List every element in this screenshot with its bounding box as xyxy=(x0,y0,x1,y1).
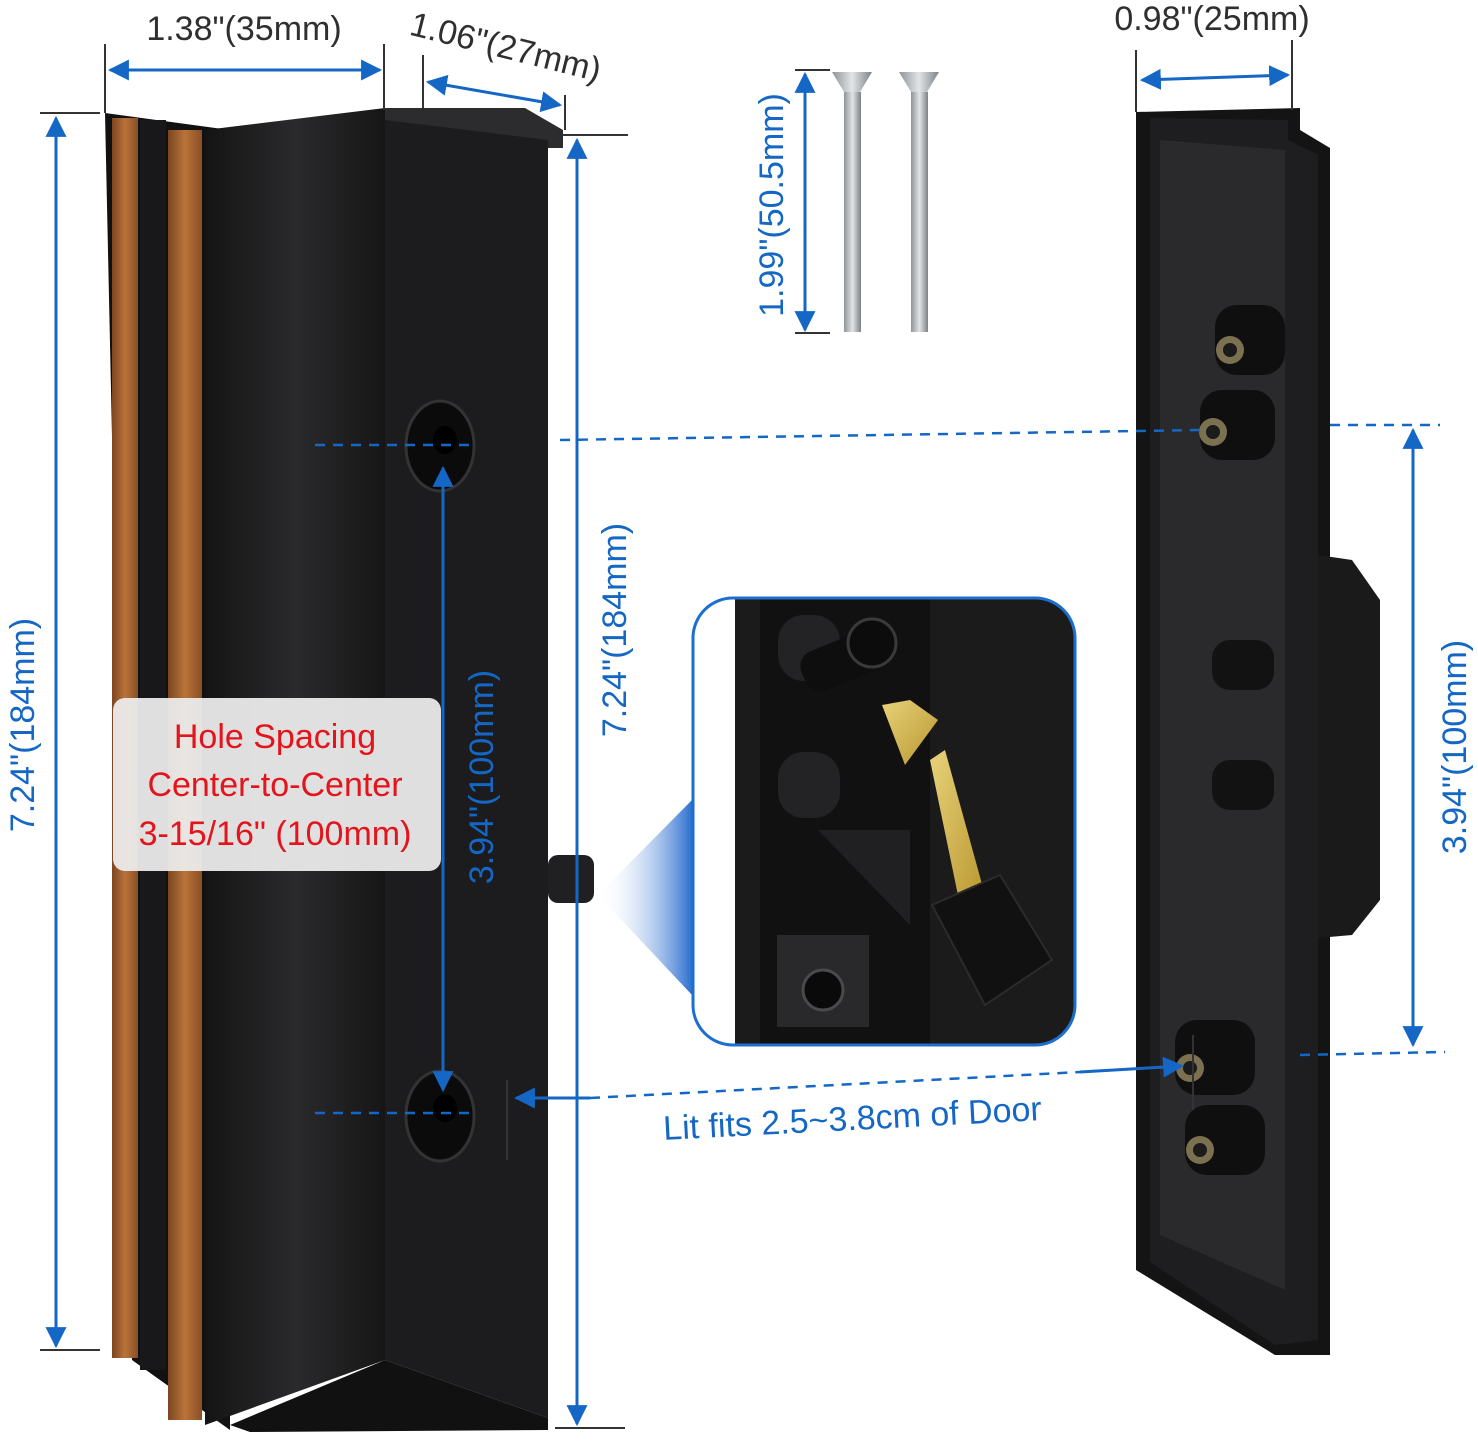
insert-nut-2 xyxy=(1199,390,1275,460)
door-fit-label: Lit fits 2.5~3.8cm of Door xyxy=(662,1090,1042,1148)
dimension-lines xyxy=(40,40,1446,1429)
screw-icon xyxy=(899,72,939,332)
callout-line-3: 3-15/16" (100mm) xyxy=(139,815,412,853)
insert-nut-3 xyxy=(1175,1020,1255,1095)
callout-line-2: Center-to-Center xyxy=(147,766,402,804)
hole-spacing-label-right: 3.94"(100mm) xyxy=(1436,640,1474,854)
depth-label: 1.06"(27mm) xyxy=(406,5,605,89)
insert-nut-4 xyxy=(1185,1105,1265,1175)
latch-pin-2 xyxy=(1212,760,1274,810)
insert-nut-1 xyxy=(1215,305,1285,375)
screw-length-label: 1.99"(50.5mm) xyxy=(753,93,791,317)
hole-spacing-label-left: 3.94"(100mm) xyxy=(463,670,501,884)
latch-spring xyxy=(882,700,938,765)
inset-frame xyxy=(691,596,1077,1047)
height-label-center: 7.24"(184mm) xyxy=(596,523,634,737)
hole-spacing-callout-box xyxy=(113,698,441,871)
screw-icon xyxy=(832,72,872,332)
depth-arrow xyxy=(425,74,563,113)
height-label-left: 7.24"(184mm) xyxy=(4,618,42,832)
width-arrow-right xyxy=(1139,65,1291,90)
interior-handle xyxy=(1136,108,1380,1355)
callout-line-1: Hole Spacing xyxy=(174,718,376,756)
width-label-right: 0.98"(25mm) xyxy=(1114,0,1309,38)
door-fit-arrow-right xyxy=(1079,1056,1185,1078)
latch-detail-inset xyxy=(693,598,1075,1045)
latch-hook-stub xyxy=(548,855,594,903)
latch-pin-1 xyxy=(1212,640,1274,690)
inset-pointer-cone xyxy=(598,800,692,995)
interior-handle-lever xyxy=(1318,555,1380,938)
width-label-left: 1.38"(35mm) xyxy=(146,10,341,48)
mounting-screws xyxy=(832,72,939,332)
latch-hook xyxy=(930,873,1054,1007)
